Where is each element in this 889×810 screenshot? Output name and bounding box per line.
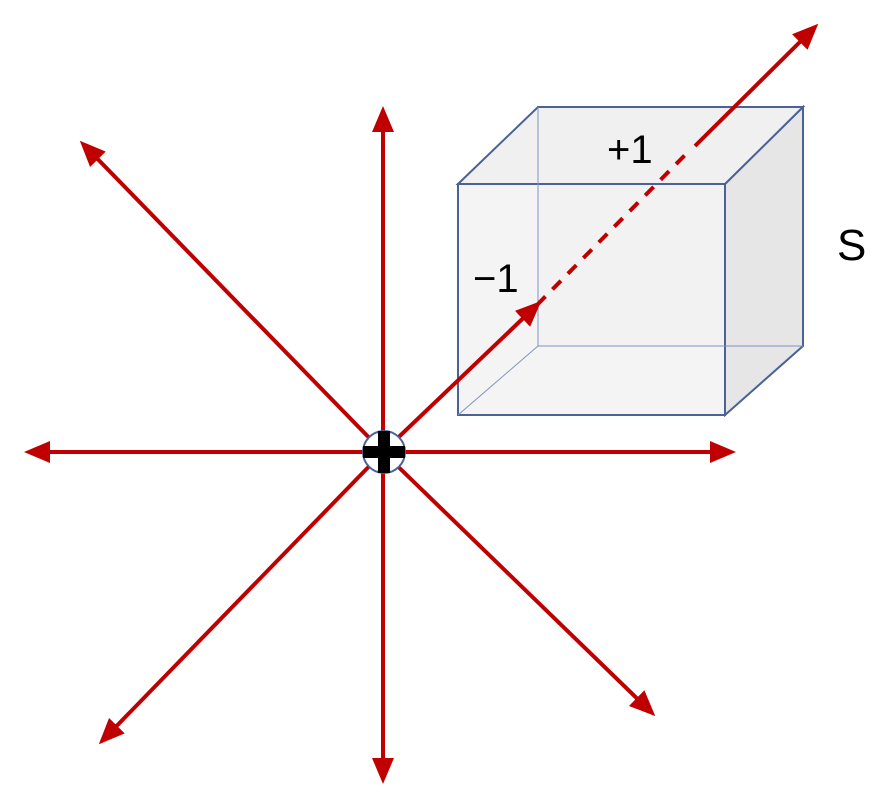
field-line-up-right-inside [535, 148, 692, 307]
field-line-up-right-exit [693, 23, 819, 148]
field-lines [24, 23, 819, 784]
field-line-down-right [381, 450, 656, 717]
field-line-up-right-entry [381, 300, 542, 454]
label-surface-s: S [837, 221, 866, 270]
label-minus-one: −1 [473, 257, 519, 301]
field-line-down-left [98, 450, 385, 745]
cube-hidden-edge [457, 345, 539, 416]
label-plus-one: +1 [607, 128, 653, 172]
field-line-up-left [79, 140, 385, 454]
positive-charge-icon [362, 430, 406, 474]
